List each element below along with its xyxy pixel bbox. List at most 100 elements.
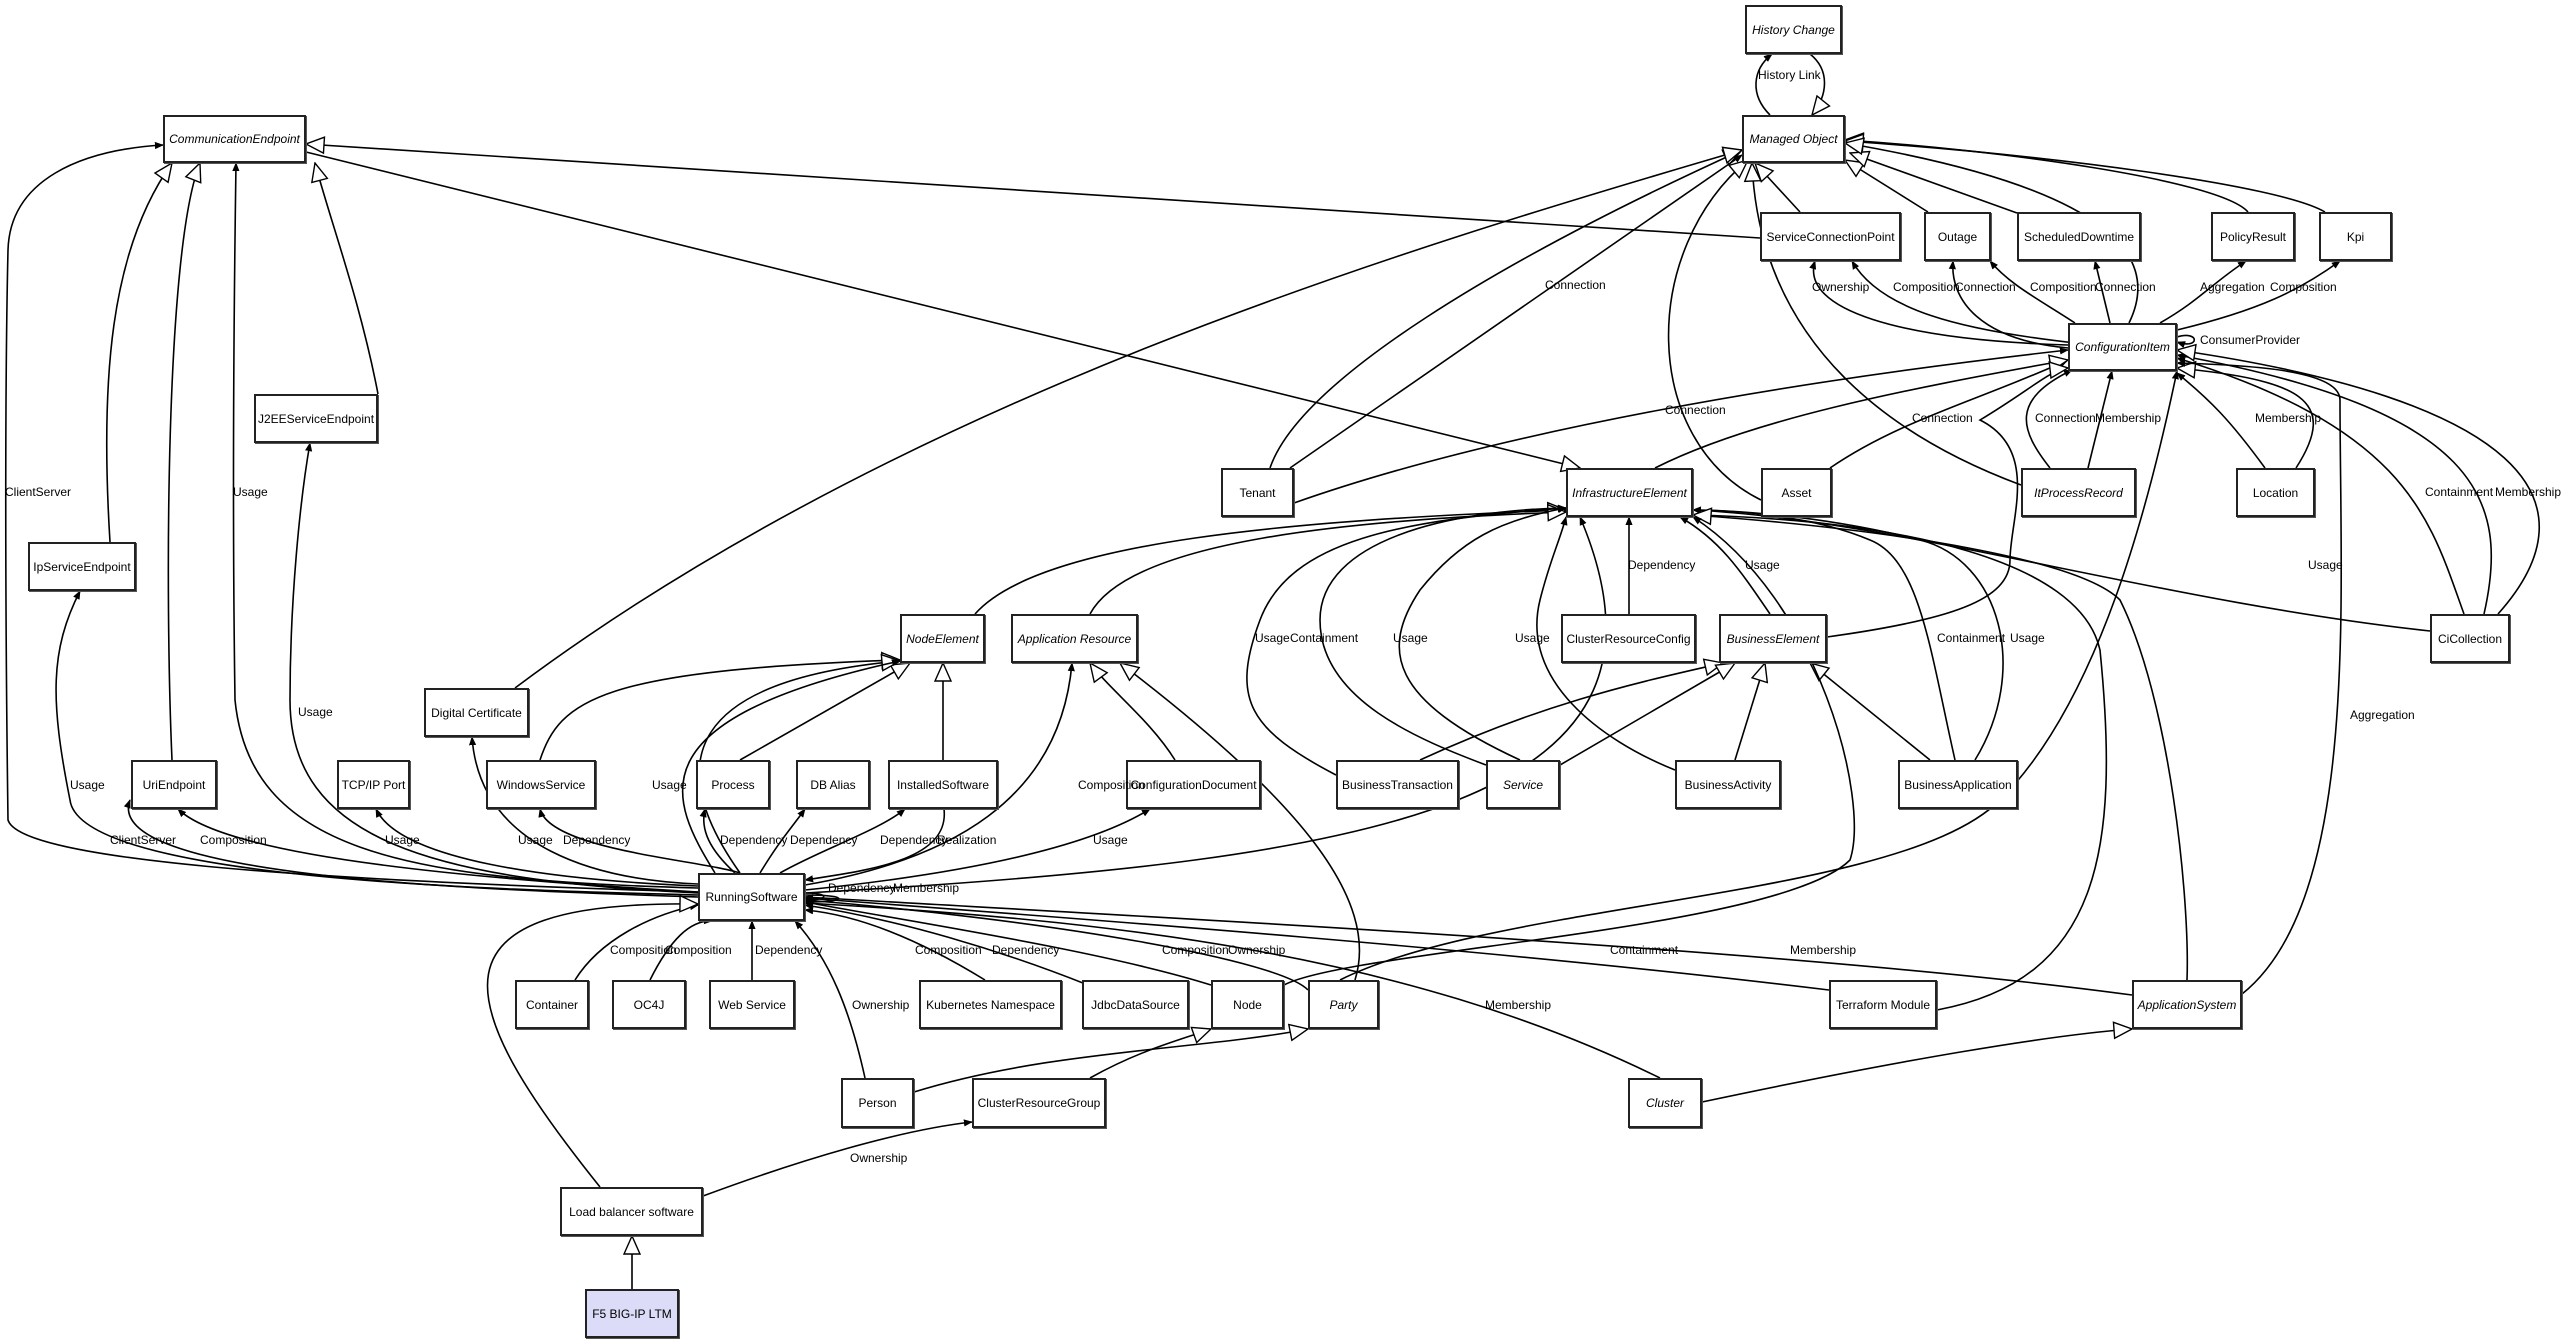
association-edge-it-process-record-to-configuration-item[interactable] bbox=[2025, 369, 2073, 469]
association-edge-jdbc-data-source-to-running-software[interactable] bbox=[804, 902, 1089, 986]
association-edge-it-process-record-to-configuration-item[interactable] bbox=[2087, 370, 2114, 469]
class-node-ci-collection[interactable]: CiCollection bbox=[2430, 614, 2510, 663]
class-node-tcpip-port[interactable]: TCP/IP Port bbox=[337, 760, 410, 809]
class-node-uri-endpoint[interactable]: UriEndpoint bbox=[131, 760, 217, 809]
association-edge-node-to-running-software[interactable] bbox=[804, 899, 1212, 986]
association-edge-kubernetes-namespace-to-running-software[interactable] bbox=[804, 907, 986, 981]
association-edge-service-to-infrastructure-element[interactable] bbox=[1398, 505, 1567, 761]
association-edge-running-software-to-process[interactable] bbox=[699, 808, 736, 874]
class-node-digital-certificate[interactable]: Digital Certificate bbox=[424, 688, 529, 737]
generalization-edge-business-element-to-configuration-item[interactable] bbox=[1826, 368, 2068, 638]
generalization-edge-tenant-to-managed-object[interactable] bbox=[1269, 149, 1742, 469]
generalization-edge-digital-certificate-to-managed-object[interactable] bbox=[514, 150, 1742, 689]
class-node-application-system[interactable]: ApplicationSystem bbox=[2132, 980, 2242, 1029]
class-node-it-process-record[interactable]: ItProcessRecord bbox=[2021, 468, 2136, 517]
association-edge-running-software-to-installed-software[interactable] bbox=[779, 808, 906, 874]
generalization-edge-application-resource-to-infrastructure-element[interactable] bbox=[1089, 512, 1566, 615]
association-edge-running-software-to-ip-service-endpoint[interactable] bbox=[55, 590, 699, 896]
class-node-business-activity[interactable]: BusinessActivity bbox=[1675, 760, 1781, 809]
generalization-edge-running-software-to-node-element[interactable] bbox=[698, 661, 900, 874]
generalization-edge-ci-collection-to-configuration-item[interactable] bbox=[2177, 350, 2541, 615]
class-node-node-element[interactable]: NodeElement bbox=[900, 614, 985, 663]
class-node-oc4j[interactable]: OC4J bbox=[612, 980, 686, 1029]
class-node-container[interactable]: Container bbox=[515, 980, 589, 1029]
generalization-edge-kpi-to-managed-object[interactable] bbox=[1845, 141, 2326, 213]
generalization-edge-business-application-to-business-element[interactable] bbox=[1810, 663, 1931, 761]
class-node-policy-result[interactable]: PolicyResult bbox=[2211, 212, 2295, 261]
association-edge-running-software-to-digital-certificate[interactable] bbox=[468, 736, 699, 885]
class-node-load-balancer-software[interactable]: Load balancer software bbox=[560, 1187, 703, 1236]
class-node-jdbc-data-source[interactable]: JdbcDataSource bbox=[1082, 980, 1189, 1029]
association-edge-running-software-to-windows-service[interactable] bbox=[538, 808, 741, 874]
association-edge-running-software-to-application-resource[interactable] bbox=[804, 662, 1075, 886]
generalization-edge-infrastructure-element-to-configuration-item[interactable] bbox=[1654, 360, 2068, 469]
class-node-business-application[interactable]: BusinessApplication bbox=[1898, 760, 2018, 809]
generalization-edge-application-system-to-infrastructure-element[interactable] bbox=[1693, 515, 2189, 981]
association-edge-configuration-item-to-outage[interactable] bbox=[1948, 260, 2069, 349]
association-edge-service-to-infrastructure-element[interactable] bbox=[1319, 504, 1567, 766]
association-edge-installed-software-to-running-software[interactable] bbox=[804, 808, 945, 883]
class-node-communication-endpoint[interactable]: CommunicationEndpoint bbox=[163, 115, 306, 163]
class-node-tenant[interactable]: Tenant bbox=[1221, 468, 1294, 517]
class-node-location[interactable]: Location bbox=[2236, 468, 2315, 517]
class-node-party[interactable]: Party bbox=[1308, 980, 1379, 1029]
association-edge-running-software-to-tcpip-port[interactable] bbox=[375, 808, 699, 887]
association-edge-terraform-module-to-running-software[interactable] bbox=[804, 895, 1830, 991]
association-edge-location-to-configuration-item[interactable] bbox=[2176, 372, 2266, 469]
generalization-edge-location-to-configuration-item[interactable] bbox=[2177, 368, 2315, 469]
generalization-edge-service-connection-point-to-communication-endpoint[interactable] bbox=[306, 144, 1761, 239]
class-node-process[interactable]: Process bbox=[696, 760, 770, 809]
generalization-edge-process-to-node-element[interactable] bbox=[739, 663, 910, 761]
generalization-edge-uri-endpoint-to-communication-endpoint[interactable] bbox=[167, 163, 200, 761]
generalization-edge-ip-service-endpoint-to-communication-endpoint[interactable] bbox=[105, 163, 172, 543]
association-edge-running-software-to-communication-endpoint[interactable] bbox=[232, 162, 699, 889]
association-edge-business-activity-to-infrastructure-element[interactable] bbox=[1536, 516, 1676, 771]
class-node-person[interactable]: Person bbox=[841, 1078, 914, 1128]
association-edge-running-software-to-db-alias[interactable] bbox=[759, 808, 806, 874]
class-node-terraform-module[interactable]: Terraform Module bbox=[1829, 980, 1937, 1029]
class-node-kpi[interactable]: Kpi bbox=[2319, 212, 2392, 261]
generalization-edge-service-to-business-element[interactable] bbox=[1559, 663, 1735, 766]
generalization-edge-person-to-party[interactable] bbox=[913, 1029, 1308, 1093]
association-edge-terraform-module-to-infrastructure-element[interactable] bbox=[1692, 511, 2108, 1011]
association-edge-configuration-item-to-service-connection-point[interactable] bbox=[1809, 260, 2069, 346]
association-edge-running-software-to-uri-endpoint[interactable] bbox=[177, 808, 699, 893]
class-node-db-alias[interactable]: DB Alias bbox=[796, 760, 870, 809]
generalization-edge-cluster-resource-group-to-node[interactable] bbox=[1089, 1029, 1211, 1079]
class-node-scheduled-downtime[interactable]: ScheduledDowntime bbox=[2017, 212, 2141, 261]
association-edge-oc4j-to-running-software[interactable] bbox=[649, 917, 713, 981]
association-edge-configuration-item-to-service-connection-point[interactable] bbox=[1851, 260, 2076, 344]
association-edge-application-system-to-configuration-item[interactable] bbox=[2176, 359, 2343, 995]
association-edge-configuration-item-to-policy-result[interactable] bbox=[2159, 260, 2247, 324]
association-edge-running-software-to-uri-endpoint[interactable] bbox=[123, 799, 699, 898]
class-node-node[interactable]: Node bbox=[1211, 980, 1284, 1029]
association-edge-ci-collection-to-configuration-item[interactable] bbox=[2176, 352, 2493, 615]
generalization-edge-scheduled-downtime-to-managed-object[interactable] bbox=[1850, 153, 2018, 214]
generalization-edge-communication-endpoint-to-infrastructure-element[interactable] bbox=[305, 151, 1580, 468]
association-edge-tenant-to-configuration-item[interactable] bbox=[1293, 347, 2069, 504]
generalization-edge-load-balancer-software-to-running-software[interactable] bbox=[486, 904, 698, 1188]
generalization-edge-windows-service-to-node-element[interactable] bbox=[539, 660, 900, 761]
class-node-application-resource[interactable]: Application Resource bbox=[1011, 614, 1138, 663]
association-edge-configuration-item-to-kpi[interactable] bbox=[2176, 260, 2341, 331]
generalization-edge-business-transaction-to-business-element[interactable] bbox=[1419, 663, 1723, 761]
class-node-history-change[interactable]: History Change bbox=[1745, 5, 1842, 54]
class-node-outage[interactable]: Outage bbox=[1924, 212, 1991, 261]
class-node-managed-object[interactable]: Managed Object bbox=[1742, 115, 1845, 163]
association-edge-configuration-item-to-configuration-item[interactable] bbox=[2176, 334, 2195, 349]
class-node-kubernetes-namespace[interactable]: Kubernetes Namespace bbox=[919, 980, 1062, 1029]
class-node-asset[interactable]: Asset bbox=[1761, 468, 1832, 517]
association-edge-business-transaction-to-infrastructure-element[interactable] bbox=[1246, 504, 1567, 776]
association-edge-cluster-to-running-software[interactable] bbox=[804, 899, 1661, 1079]
generalization-edge-history-change-to-managed-object[interactable] bbox=[1809, 53, 1825, 115]
generalization-edge-policy-result-to-managed-object[interactable] bbox=[1845, 140, 2249, 213]
class-node-service-connection-point[interactable]: ServiceConnectionPoint bbox=[1760, 212, 1901, 261]
generalization-edge-jdbc-data-source-to-application-resource[interactable] bbox=[1120, 663, 1361, 981]
generalization-edge-service-connection-point-to-managed-object[interactable] bbox=[1755, 163, 1801, 213]
association-edge-ci-collection-to-configuration-item[interactable] bbox=[2176, 356, 2465, 615]
generalization-edge-cluster-to-application-system[interactable] bbox=[1701, 1029, 2132, 1103]
class-node-ip-service-endpoint[interactable]: IpServiceEndpoint bbox=[28, 542, 136, 591]
association-edge-tenant-to-managed-object[interactable] bbox=[1289, 154, 1743, 469]
class-node-cluster[interactable]: Cluster bbox=[1628, 1078, 1702, 1128]
class-node-installed-software[interactable]: InstalledSoftware bbox=[888, 760, 998, 809]
